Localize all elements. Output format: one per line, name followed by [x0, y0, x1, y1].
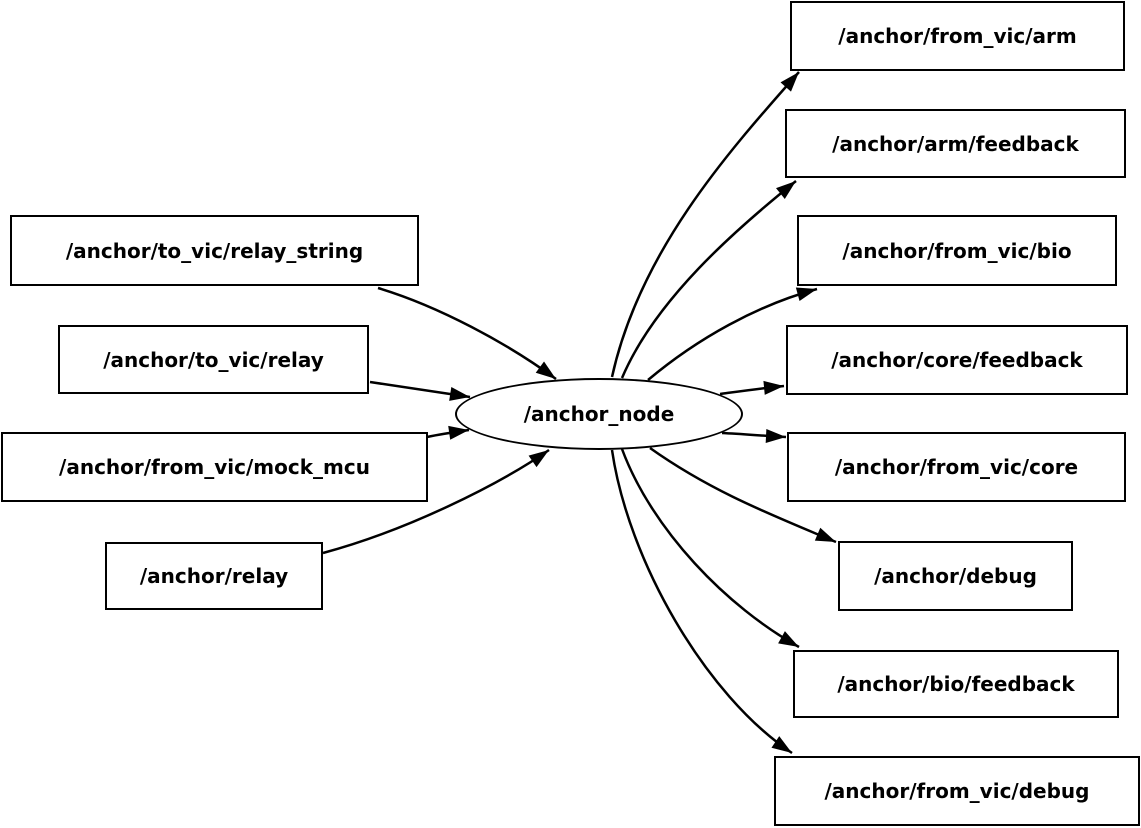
edge-anchor-node-to-bio-feedback [620, 448, 800, 649]
topic-label: /anchor/relay [139, 564, 289, 588]
edge-anchor-node-to-arm-feedback [620, 180, 797, 379]
topic-box-relay[interactable]: /anchor/relay [105, 542, 323, 610]
topic-label: /anchor/from_vic/core [834, 455, 1079, 479]
edge-anchor-node-to-from-vic-bio [647, 287, 818, 381]
edge-to-vic-relay-to-anchor-node [369, 380, 471, 401]
topic-box-from-vic-core[interactable]: /anchor/from_vic/core [787, 432, 1126, 502]
topic-box-core-feedback[interactable]: /anchor/core/feedback [786, 325, 1128, 395]
edge-anchor-node-to-core-feedback [719, 380, 785, 396]
node-anchor-node[interactable]: /anchor_node [455, 378, 743, 450]
topic-label: /anchor/to_vic/relay_string [65, 238, 364, 263]
topic-box-arm-feedback[interactable]: /anchor/arm/feedback [785, 109, 1126, 178]
topic-box-bio-feedback[interactable]: /anchor/bio/feedback [793, 650, 1119, 718]
edge-anchor-node-to-from-vic-debug [610, 449, 793, 755]
topic-box-from-vic-bio[interactable]: /anchor/from_vic/bio [797, 215, 1117, 286]
edge-to-vic-relay-string-to-anchor-node [377, 286, 557, 381]
topic-label: /anchor/to_vic/relay [103, 347, 324, 372]
topic-label: /anchor/core/feedback [831, 348, 1083, 372]
edge-anchor-node-to-debug [649, 446, 837, 544]
topic-label: /anchor/from_vic/mock_mcu [59, 455, 370, 479]
topic-label: /anchor/from_vic/arm [838, 24, 1077, 48]
edge-anchor-node-to-from-vic-core [721, 429, 787, 444]
edge-anchor-node-to-from-vic-arm [610, 71, 800, 378]
topic-label: /anchor/from_vic/bio [842, 238, 1072, 263]
topic-box-debug[interactable]: /anchor/debug [838, 541, 1073, 611]
topic-label: /anchor/arm/feedback [832, 131, 1079, 156]
topic-box-from-vic-arm[interactable]: /anchor/from_vic/arm [790, 1, 1125, 71]
edge-relay-to-anchor-node [322, 448, 550, 555]
topic-label: /anchor/debug [874, 564, 1037, 588]
topic-label: /anchor/bio/feedback [837, 672, 1075, 696]
topic-box-from-vic-mock-mcu[interactable]: /anchor/from_vic/mock_mcu [1, 432, 428, 502]
topic-box-to-vic-relay-string[interactable]: /anchor/to_vic/relay_string [10, 215, 419, 286]
topic-label: /anchor/from_vic/debug [824, 779, 1090, 803]
node-label: /anchor_node [523, 402, 675, 426]
edge-from-vic-mock-mcu-to-anchor-node [426, 425, 470, 440]
topic-box-from-vic-debug[interactable]: /anchor/from_vic/debug [774, 756, 1140, 826]
topic-box-to-vic-relay[interactable]: /anchor/to_vic/relay [58, 325, 369, 394]
